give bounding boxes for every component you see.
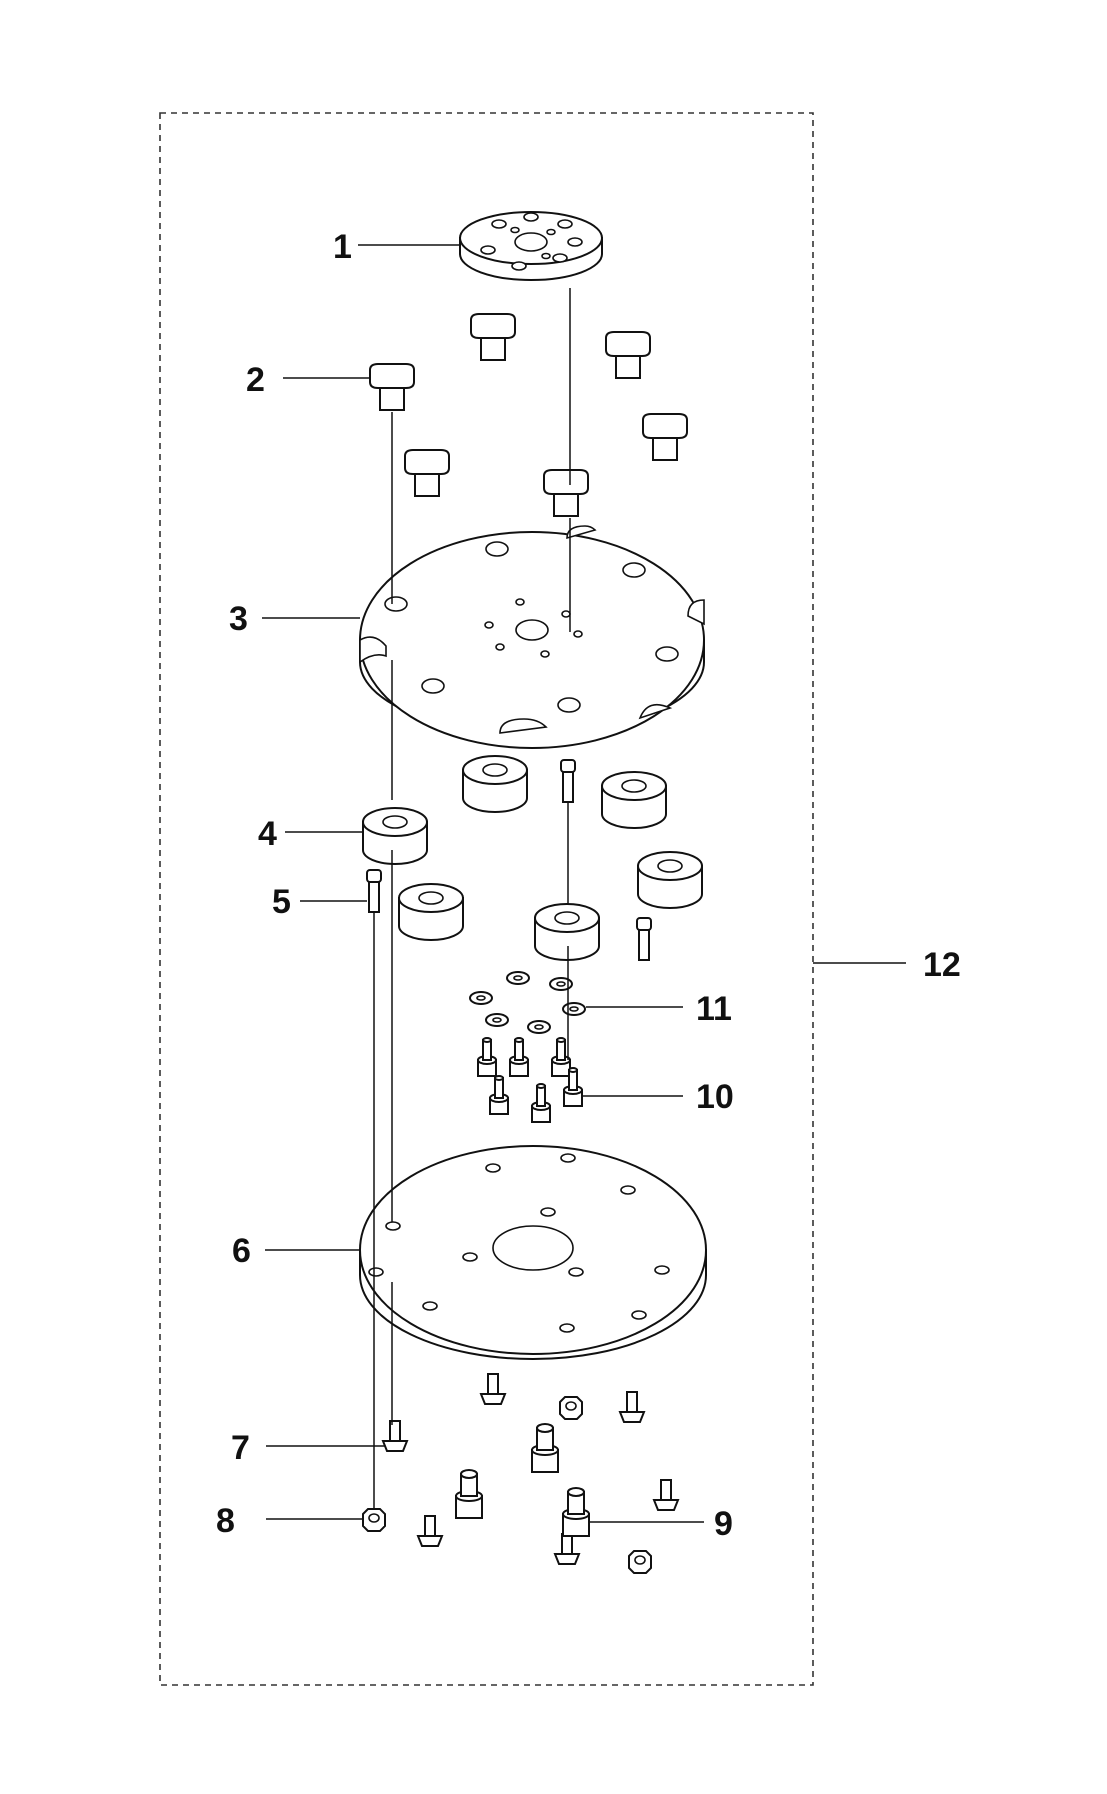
- callout-6: 6: [232, 1232, 251, 1270]
- bushing: [637, 851, 703, 909]
- callout-1: 1: [333, 228, 352, 266]
- bushing: [534, 903, 600, 961]
- t-block: [470, 313, 516, 361]
- washer: [469, 991, 493, 1005]
- t-block: [642, 413, 688, 461]
- part-4-rubber-bushings: [362, 755, 703, 961]
- washer: [549, 977, 573, 991]
- nut: [628, 1550, 652, 1574]
- assembly-lines: [373, 288, 571, 1508]
- part-11-washers: [469, 971, 586, 1034]
- bushing: [601, 771, 667, 829]
- callout-4: 4: [258, 815, 277, 853]
- callout-labels: 1 2 3 4 5 6 7 8 9 10 11 12: [216, 228, 961, 1543]
- washer: [562, 1002, 586, 1016]
- standoff: [562, 1487, 590, 1537]
- flat-screw: [381, 1420, 409, 1452]
- t-block: [605, 331, 651, 379]
- flat-screw: [479, 1373, 507, 1405]
- callout-12: 12: [923, 946, 961, 984]
- t-block: [543, 469, 589, 517]
- callout-8: 8: [216, 1502, 235, 1540]
- callout-5: 5: [272, 883, 291, 921]
- nut: [559, 1396, 583, 1420]
- flat-screw: [618, 1391, 646, 1423]
- hex-bolt: [509, 1037, 529, 1077]
- part-9-standoffs: [455, 1423, 590, 1537]
- callout-3: 3: [229, 600, 248, 638]
- part-3-slotted-plate: [359, 525, 705, 749]
- callout-11: 11: [696, 990, 732, 1028]
- part-8-nuts: [362, 1396, 652, 1574]
- standoff: [455, 1469, 483, 1519]
- flat-screw: [553, 1533, 581, 1565]
- t-block: [404, 449, 450, 497]
- callout-leaders: [262, 244, 906, 1523]
- part-10-hex-bolts: [477, 1037, 583, 1123]
- washer: [506, 971, 530, 985]
- bushing: [362, 807, 428, 865]
- callout-10: 10: [696, 1078, 734, 1116]
- part-6-base-plate: [359, 1145, 707, 1360]
- callout-7: 7: [231, 1429, 250, 1467]
- hex-bolt: [563, 1067, 583, 1107]
- hex-bolt: [489, 1075, 509, 1115]
- callout-9: 9: [714, 1505, 733, 1543]
- washer: [527, 1020, 551, 1034]
- part-1-top-disc: [459, 211, 603, 281]
- t-block: [369, 363, 415, 411]
- kit-boundary-frame: [159, 112, 814, 1686]
- part-2-t-blocks: [369, 313, 688, 517]
- bushing: [398, 883, 464, 941]
- standoff: [531, 1423, 559, 1473]
- flat-screw: [416, 1515, 444, 1547]
- screw: [560, 759, 576, 803]
- hex-bolt: [477, 1037, 497, 1077]
- part-5-screws: [366, 759, 652, 961]
- part-7-flat-screws: [381, 1373, 680, 1565]
- flat-screw: [652, 1479, 680, 1511]
- washer: [485, 1013, 509, 1027]
- hex-bolt: [531, 1083, 551, 1123]
- screw: [636, 917, 652, 961]
- bushing: [462, 755, 528, 813]
- nut: [362, 1508, 386, 1532]
- callout-2: 2: [246, 361, 265, 399]
- screw: [366, 869, 382, 913]
